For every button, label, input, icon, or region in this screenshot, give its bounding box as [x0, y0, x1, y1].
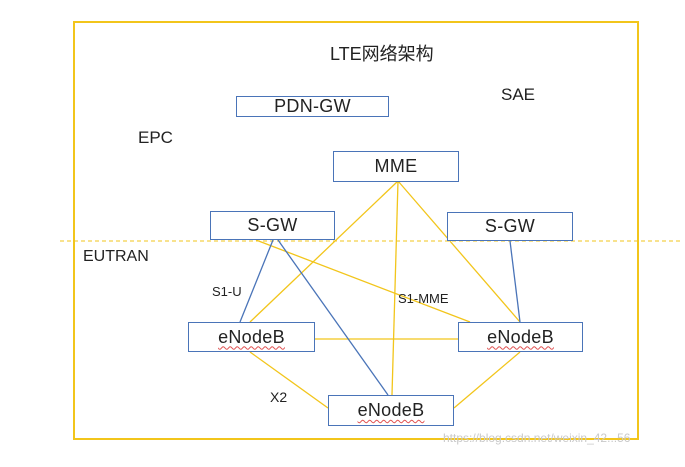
enodeb-left-node: eNodeB — [188, 322, 315, 352]
link-mme-enodeb-left — [249, 180, 399, 323]
mme-node: MME — [333, 151, 459, 182]
enodeb-bottom-label: eNodeB — [357, 400, 425, 420]
link-mme-enodeb-bottom — [391, 180, 399, 396]
sgw-left-label: S-GW — [247, 215, 298, 235]
diagram-title: LTE网络架构 — [330, 44, 434, 64]
epc-label: EPC — [138, 128, 173, 147]
s1-u-label: S1-U — [212, 284, 242, 299]
sgw-right-node: S-GW — [447, 212, 573, 241]
watermark: https://blog.csdn.net/weixin_42...56 — [443, 431, 631, 445]
pdn-gw-node: PDN-GW — [236, 96, 389, 117]
eutran-label: EUTRAN — [83, 248, 149, 265]
sae-label: SAE — [501, 85, 536, 104]
link-mme-enodeb-right — [397, 180, 521, 323]
link-sgw-left-enodeb-bottom — [277, 239, 389, 396]
x2-label: X2 — [270, 389, 288, 405]
link-x2-left-bottom — [249, 351, 329, 409]
enodeb-bottom-node: eNodeB — [328, 395, 454, 426]
link-x2-right-bottom — [453, 351, 521, 409]
mme-label: MME — [374, 156, 418, 176]
sae-frame — [73, 21, 639, 440]
enodeb-right-node: eNodeB — [458, 322, 583, 352]
sgw-left-node: S-GW — [210, 211, 335, 240]
s1-mme-label: S1-MME — [398, 291, 449, 306]
enodeb-left-label: eNodeB — [218, 326, 285, 347]
sgw-right-label: S-GW — [484, 216, 536, 236]
link-s1u-sgw-left-enodeb-left — [239, 239, 274, 323]
pdn-gw-label: PDN-GW — [274, 96, 351, 116]
enodeb-right-label: eNodeB — [487, 326, 554, 347]
link-sgw-left-enodeb-right — [255, 239, 471, 323]
link-sgw-right-enodeb-right — [509, 240, 521, 323]
